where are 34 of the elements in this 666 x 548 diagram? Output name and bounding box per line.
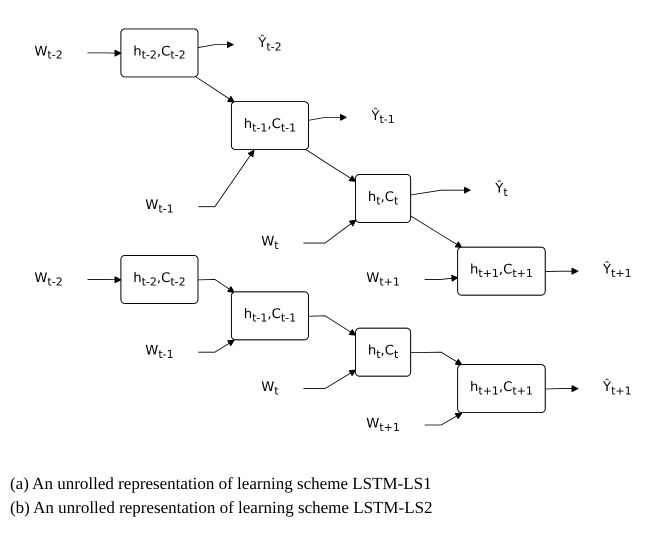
arrow [195, 76, 235, 103]
node-text: Ŷ$_{t}$ [495, 180, 508, 200]
arrow [198, 279, 235, 294]
arrow [424, 274, 458, 282]
node-text: W$_{t+1}$ [366, 270, 400, 289]
arrow [410, 352, 462, 366]
caption-text: (a) An unrolled representation of learning scheme LSTM-LS1 [10, 474, 433, 494]
node-text: Ŷ$_{t+1}$ [603, 261, 632, 281]
node-text: Ŷ$_{t-1}$ [371, 108, 395, 127]
node-text: W$_{t+1}$ [366, 415, 400, 434]
caption-text: (b) An unrolled representation of learning scheme LSTM-LS2 [10, 498, 434, 518]
node-text: Ŷ$_{t-2}$ [258, 34, 282, 54]
node-text: W$_{t-1}$ [145, 342, 174, 362]
arrow [87, 276, 122, 284]
node-text: Ŷ$_{t+1}$ [603, 378, 632, 398]
node-text: W$_{t-2}$ [34, 270, 63, 289]
arrow [545, 385, 579, 392]
node-text: W$_{t-2}$ [34, 43, 63, 62]
node-text: W$_{t-1}$ [145, 196, 174, 216]
node-text: W$_{t}$ [261, 233, 279, 252]
arrow [424, 412, 462, 426]
arrow [198, 150, 254, 208]
arrow [87, 50, 122, 57]
arrow [306, 150, 356, 182]
arrow [308, 316, 356, 336]
arrow [410, 186, 471, 196]
arrow [198, 340, 235, 353]
arrow [198, 41, 234, 48]
node-text: W$_{t}$ [261, 378, 279, 398]
arrow [410, 216, 462, 248]
arrow [302, 220, 356, 244]
arrow [302, 370, 356, 390]
arrow [308, 114, 347, 122]
arrow [545, 268, 579, 276]
